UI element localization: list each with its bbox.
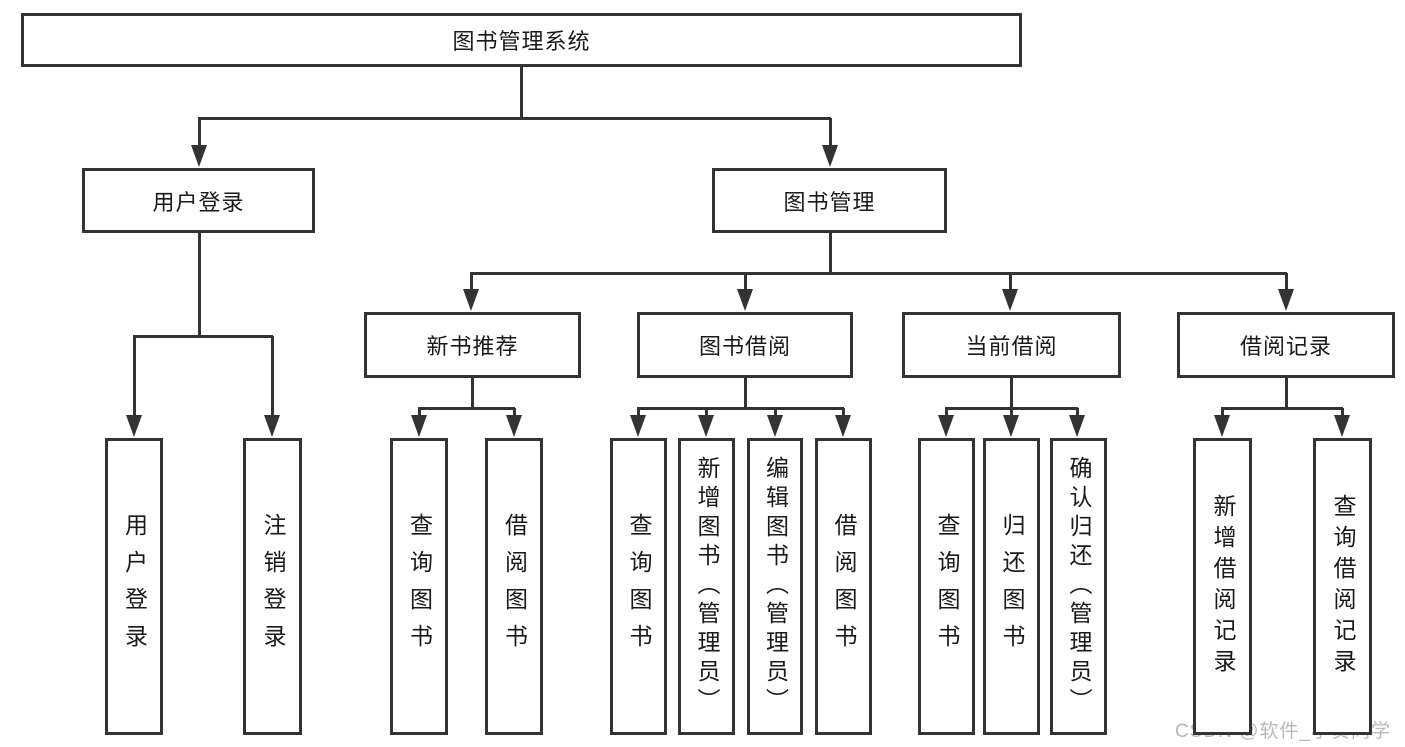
connector-vline xyxy=(1009,273,1012,294)
connector-vline xyxy=(471,376,474,410)
connector-vline xyxy=(133,336,136,419)
arrow-down-icon xyxy=(463,289,479,311)
arrow-down-icon xyxy=(630,415,646,437)
connector-hline xyxy=(637,407,844,410)
node-label: 当前借阅 xyxy=(965,334,1058,359)
connector-vline xyxy=(1221,408,1224,417)
node-label: 借阅图书 xyxy=(831,512,857,661)
arrow-down-icon xyxy=(698,415,714,437)
leaf-logout: 注销登录 xyxy=(243,438,302,735)
node-label: 新增借阅记录 xyxy=(1210,493,1236,680)
connector-vline xyxy=(774,408,777,417)
arrow-down-icon xyxy=(737,289,753,311)
node-current-borrowing: 当前借阅 xyxy=(902,312,1121,378)
arrow-down-icon xyxy=(264,415,280,437)
connector-vline xyxy=(271,336,274,419)
node-borrowing-records: 借阅记录 xyxy=(1177,312,1395,378)
leaf-query-books-current: 查询图书 xyxy=(918,438,975,735)
node-new-book-recommendation: 新书推荐 xyxy=(364,312,581,378)
connector-vline xyxy=(1285,273,1288,294)
node-label: 注销登录 xyxy=(260,512,286,661)
arrow-down-icon xyxy=(1003,415,1019,437)
arrow-down-icon xyxy=(126,415,142,437)
arrow-down-icon xyxy=(835,415,851,437)
arrow-down-icon xyxy=(1278,289,1294,311)
leaf-user-login: 用户登录 xyxy=(105,438,163,735)
connector-vline xyxy=(705,408,708,417)
node-label: 借阅记录 xyxy=(1239,334,1332,359)
connector-vline xyxy=(829,233,832,275)
connector-vline xyxy=(842,408,845,417)
node-label: 图书管理系统 xyxy=(452,29,591,54)
arrow-down-icon xyxy=(1002,289,1018,311)
node-label: 用户登录 xyxy=(152,189,245,215)
node-label: 新书推荐 xyxy=(426,334,519,359)
arrow-down-icon xyxy=(822,145,838,167)
connector-vline xyxy=(198,233,201,338)
leaf-edit-book-admin: 编辑图书（管理员） xyxy=(747,438,803,735)
node-label: 查询借阅记录 xyxy=(1330,493,1356,680)
arrow-down-icon xyxy=(938,415,954,437)
node-label: 查询图书 xyxy=(406,512,433,661)
leaf-query-borrow-record: 查询借阅记录 xyxy=(1313,438,1372,735)
node-label: 确认归还（管理员） xyxy=(1066,456,1092,717)
connector-hline xyxy=(418,407,515,410)
connector-hline xyxy=(470,272,1287,275)
leaf-query-books-borrowing: 查询图书 xyxy=(610,438,667,735)
connector-vline xyxy=(513,408,516,417)
connector-hline xyxy=(198,117,831,120)
arrow-down-icon xyxy=(506,415,522,437)
node-book-borrowing: 图书借阅 xyxy=(637,312,853,378)
connector-vline xyxy=(1010,376,1013,410)
node-book-management: 图书管理 xyxy=(712,168,947,233)
connector-vline xyxy=(637,408,640,417)
node-label: 图书管理 xyxy=(783,189,876,215)
leaf-query-books-recommend: 查询图书 xyxy=(390,438,448,735)
connector-vline xyxy=(470,273,473,294)
connector-vline xyxy=(198,118,201,150)
connector-hline xyxy=(133,335,273,338)
arrow-down-icon xyxy=(1214,415,1230,437)
leaf-borrow-books-recommend: 借阅图书 xyxy=(485,438,543,735)
connector-vline xyxy=(829,118,832,150)
connector-vline xyxy=(1076,408,1079,417)
connector-vline xyxy=(1341,408,1344,417)
connector-hline xyxy=(1221,407,1343,410)
node-label: 新增图书（管理员） xyxy=(694,456,720,717)
arrow-down-icon xyxy=(1069,415,1085,437)
leaf-add-book-admin: 新增图书（管理员） xyxy=(678,438,735,735)
leaf-confirm-return-admin: 确认归还（管理员） xyxy=(1050,438,1107,735)
node-label: 图书借阅 xyxy=(698,334,791,359)
connector-vline xyxy=(945,408,948,417)
node-label: 借阅图书 xyxy=(501,512,528,661)
node-label: 查询图书 xyxy=(934,512,960,661)
connector-vline xyxy=(744,376,747,410)
leaf-borrow-books-borrowing: 借阅图书 xyxy=(815,438,872,735)
node-user-login: 用户登录 xyxy=(82,168,315,233)
leaf-return-book: 归还图书 xyxy=(983,438,1040,735)
leaf-add-borrow-record: 新增借阅记录 xyxy=(1193,438,1252,735)
node-label: 查询图书 xyxy=(626,512,652,661)
arrow-down-icon xyxy=(767,415,783,437)
node-label: 归还图书 xyxy=(999,512,1025,661)
connector-vline xyxy=(744,273,747,294)
connector-vline xyxy=(1010,408,1013,417)
connector-vline xyxy=(520,65,523,120)
arrow-down-icon xyxy=(1334,415,1350,437)
node-root: 图书管理系统 xyxy=(21,13,1022,67)
arrow-down-icon xyxy=(411,415,427,437)
connector-vline xyxy=(418,408,421,417)
node-label: 编辑图书（管理员） xyxy=(762,456,789,717)
node-label: 用户登录 xyxy=(121,512,148,661)
arrow-down-icon xyxy=(191,145,207,167)
connector-vline xyxy=(1285,376,1288,410)
